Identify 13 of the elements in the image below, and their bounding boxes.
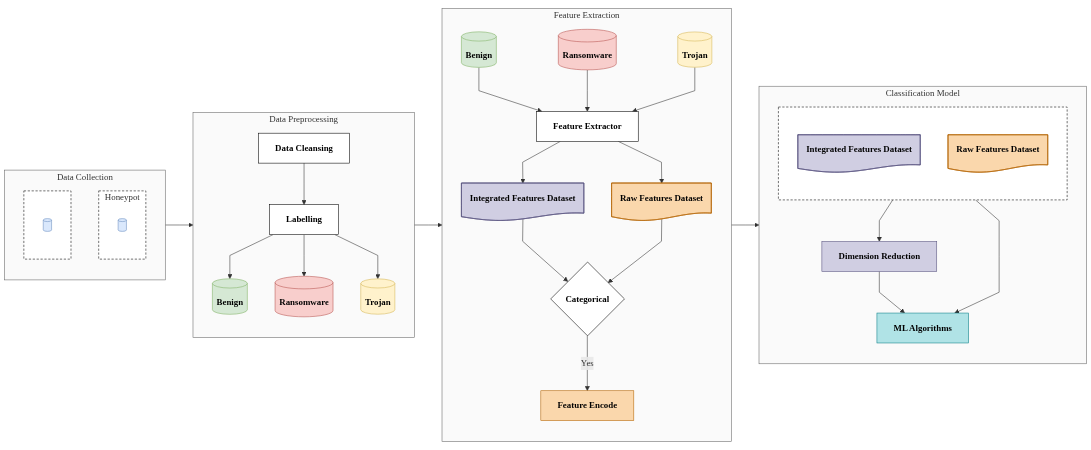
node-box: Data Cleansing	[258, 132, 350, 164]
node-box: Feature Encode	[540, 390, 635, 421]
cluster	[778, 106, 1068, 201]
node-box: ML Algorithms	[876, 312, 969, 344]
edge-label: Yes	[580, 358, 594, 368]
node-cylinder	[43, 218, 52, 232]
cluster	[23, 190, 72, 260]
node-box: Feature Extractor	[536, 111, 639, 142]
cluster: Honeypot	[98, 190, 147, 260]
node-cylinder	[117, 218, 127, 232]
node-box: Dimension Reduction	[821, 241, 938, 272]
node-box: Labelling	[269, 204, 339, 235]
node-diamond: Categorical	[550, 261, 625, 337]
